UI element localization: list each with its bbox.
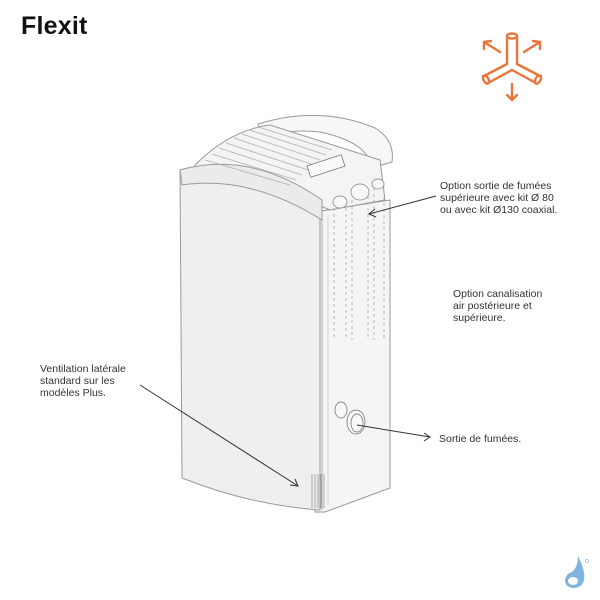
flue-directions-icon: [481, 32, 543, 102]
water-drop-logo-icon: [565, 556, 589, 588]
annotation-ducting: Option canalisation air postérieure et s…: [453, 288, 543, 324]
brand-title: Flexit: [21, 12, 88, 40]
annotation-rear-flue: Sortie de fumées.: [439, 433, 522, 445]
annotation-top-flue: Option sortie de fumées supérieure avec …: [440, 180, 558, 216]
annotation-side-vent: Ventilation latérale standard sur les mo…: [40, 363, 126, 399]
